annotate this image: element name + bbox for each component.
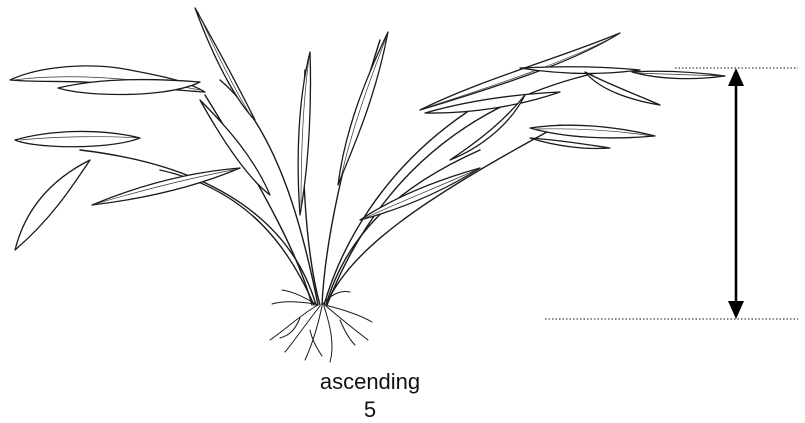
growth-habit-score: 5	[250, 398, 490, 422]
growth-habit-label: ascending	[250, 370, 490, 394]
arrow-head-down	[728, 301, 744, 319]
plant-roots	[270, 290, 372, 362]
plant-leaves	[10, 8, 725, 250]
arrow-head-up	[728, 68, 744, 86]
plant-illustration	[10, 8, 725, 362]
height-measurement	[545, 68, 798, 319]
